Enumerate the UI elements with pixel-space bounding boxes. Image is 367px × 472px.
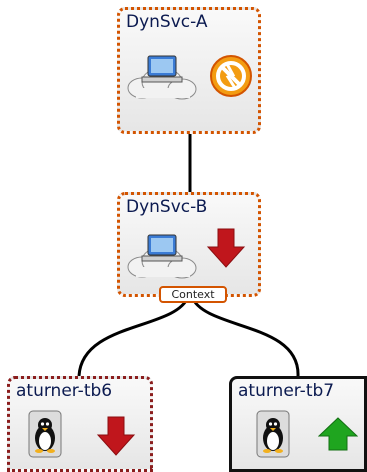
context-tag[interactable]: Context — [159, 286, 227, 303]
node-title: DynSvc-B — [126, 197, 208, 217]
link-b-tb6[interactable] — [77, 296, 190, 377]
linux-tux-icon — [28, 410, 62, 458]
node-title: aturner-tb7 — [238, 381, 335, 401]
arrow-down-icon — [96, 416, 136, 456]
node-aturner-tb6[interactable]: aturner-tb6 — [7, 376, 153, 472]
node-dynsvc-a[interactable]: DynSvc-A — [117, 7, 261, 134]
arrow-down-icon — [206, 228, 246, 268]
warning-sign-icon — [210, 55, 252, 97]
link-b-tb7[interactable] — [190, 296, 300, 377]
arrow-up-icon — [318, 417, 358, 451]
node-dynsvc-b[interactable]: DynSvc-B Context — [117, 192, 261, 303]
linux-tux-icon — [256, 410, 290, 458]
cloud-computer-icon — [127, 234, 197, 279]
cloud-computer-icon — [127, 55, 197, 100]
node-aturner-tb7[interactable]: aturner-tb7 — [229, 376, 367, 472]
node-title: DynSvc-A — [126, 12, 208, 32]
node-title: aturner-tb6 — [16, 381, 113, 401]
